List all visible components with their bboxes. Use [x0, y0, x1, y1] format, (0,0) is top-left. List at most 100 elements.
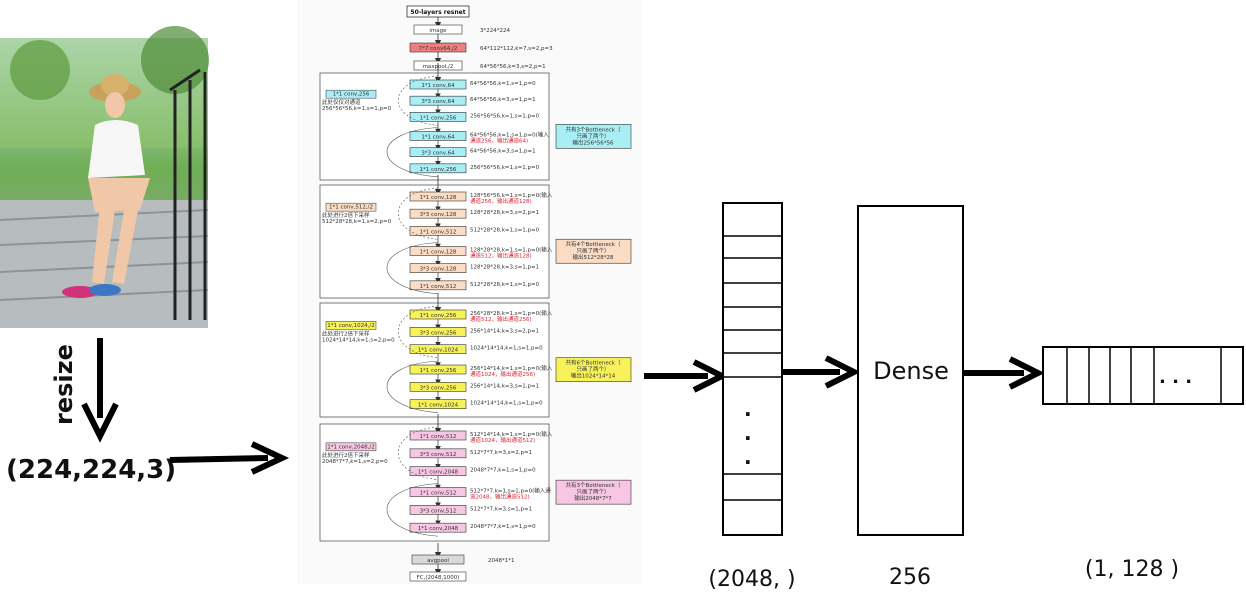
- conv-block: [409, 280, 467, 291]
- conv-block-label: 3*3 conv,64: [421, 151, 455, 157]
- conv-block-label: 1*1 conv,2048: [418, 470, 459, 476]
- conv-block-dims: 1024*14*14,k=1,s=1,p=0: [470, 346, 543, 352]
- output-vector-dots: . . .: [1159, 367, 1192, 388]
- conv-block-dims: 512*7*7,k=3,s=1,p=1: [470, 506, 532, 512]
- conv-block-dims: 64*56*56,k=1,s=1,p=0(输入: [470, 131, 549, 139]
- input-photo: [0, 26, 209, 328]
- dense-units-label: 256: [889, 565, 931, 590]
- conv-block-label: 1*1 conv,64: [421, 83, 455, 89]
- conv-block-extra: 通道1024，输出通道256): [470, 370, 535, 378]
- conv-block-dims: 256*14*14,k=3,s=1,p=1: [470, 383, 539, 389]
- avgpool-node-dims: 2048*1*1: [488, 558, 515, 564]
- vector-dot-2: .: [744, 421, 752, 445]
- stage-summary-text: 只画了两个）: [576, 366, 609, 373]
- conv-block-dims: 256*56*56,k=1,s=1,p=0: [470, 113, 540, 119]
- stage-summary-text: 输出2048*7*7: [574, 494, 612, 502]
- dense-layer-box: [857, 205, 964, 536]
- shortcut-box: [325, 321, 377, 330]
- conv-block-extra: 通道256，输出通道64): [470, 137, 528, 145]
- stage-summary-text: 共有4个Bottleneck（: [566, 240, 621, 248]
- conv-block-label: 1*1 conv,256: [420, 368, 457, 374]
- conv-block-dims: 128*28*28,k=3,s=1,p=1: [470, 265, 539, 271]
- output-vector-box: [1042, 346, 1244, 405]
- conv-block-dims: 256*14*14,k=3,s=2,p=1: [470, 328, 539, 334]
- resnet-title: 50-layers resnet: [410, 9, 465, 16]
- vector-dot-1: .: [744, 397, 752, 421]
- stage-summary-text: 输出256*56*56: [573, 138, 614, 146]
- input-shape-label: (224,224,3): [6, 455, 176, 485]
- conv-block-dims: 256*56*56,k=1,s=1,p=0: [470, 165, 540, 171]
- arrow-to-resnet-shaft: [169, 455, 269, 463]
- conv-block-label: 1*1 conv,128: [420, 250, 457, 256]
- conv-block-dims: 64*56*56,k=1,s=1,p=0: [470, 81, 536, 87]
- conv-block-label: 1*1 conv,1024: [418, 403, 459, 409]
- fc-node: [409, 571, 467, 582]
- conv-block-label: 1*1 conv,2048: [418, 526, 459, 532]
- identity-shortcut: [386, 483, 439, 537]
- feature-vector-shape: (2048, ): [708, 567, 795, 592]
- maxpool-node-dims: 64*56*56,k=3,s=2,p=1: [480, 64, 546, 70]
- conv-block-dims: 128*56*56,k=1,s=1,p=0(输入: [470, 191, 553, 199]
- conv-block-label: 3*3 conv,512: [420, 452, 457, 458]
- resnet-diagram: 50-layers resnet image 3*224*224 7*7 con…: [297, 0, 642, 584]
- stage-summary-text: 只画了两个）: [576, 133, 609, 140]
- conv-block-label: 3*3 conv,128: [420, 267, 457, 273]
- shortcut-note: 此处进行2倍下采样: [322, 211, 370, 219]
- conv-block-dims: 2048*7*7,k=1,s=1,p=0: [470, 524, 536, 530]
- identity-shortcut: [386, 360, 439, 413]
- conv-block-extra: 道2048，输出通道512): [470, 493, 530, 501]
- shortcut-box: [325, 202, 377, 212]
- resize-label: resize: [50, 344, 78, 425]
- conv-block-label: 1*1 conv,512: [420, 434, 457, 440]
- conv-block-extra: 通道512，输出通道256): [470, 315, 532, 323]
- stage-summary-box: [555, 357, 632, 383]
- shortcut-note: 此处进行2倍下采样: [322, 451, 370, 459]
- conv-block-label: 3*3 conv,256: [420, 330, 457, 336]
- shortcut-dims: 1024*14*14,k=1,s=2,p=0: [322, 337, 395, 343]
- stage-summary-text: 共有3个Bottleneck（: [566, 481, 621, 489]
- vector-dot-3: .: [744, 445, 752, 469]
- shortcut-dims: 2048*7*7,k=1,s=2,p=0: [322, 459, 388, 465]
- shortcut-box: [325, 442, 377, 452]
- projection-shortcut: [398, 305, 439, 358]
- projection-shortcut: [398, 426, 439, 480]
- identity-shortcut: [386, 242, 439, 295]
- conv-block: [409, 522, 467, 533]
- projection-shortcut: [398, 75, 439, 126]
- stage-summary-text: 输出1024*14*14: [571, 372, 616, 380]
- conv-block-label: 1*1 conv,256: [420, 167, 457, 173]
- avgpool-node-label: avgpool: [427, 558, 449, 564]
- conv-block-dims: 2048*7*7,k=1,s=1,p=0: [470, 468, 536, 474]
- stage-summary-text: 只画了两个）: [576, 248, 609, 255]
- shortcut-label: 1*1 conv,512,/2: [329, 205, 373, 211]
- arrow-to-output-head: [1008, 356, 1045, 390]
- conv-block: [409, 399, 467, 409]
- conv-block-label: 3*3 conv,128: [420, 212, 457, 218]
- feature-vector-box: [722, 202, 783, 536]
- shortcut-label: 1*1 conv,1024,/2: [327, 323, 374, 329]
- conv-block-dims: 512*7*7,k=3,s=2,p=1: [470, 450, 532, 456]
- stage-1: 1*1 conv,64 64*56*56,k=1,s=1,p=0 3*3 conv,…: [319, 63, 632, 181]
- conv-block-dims: 1024*14*14,k=1,s=1,p=0: [470, 401, 543, 407]
- stage-summary-box: [555, 124, 632, 149]
- conv-block: [409, 163, 467, 174]
- shortcut-dims: 512*28*28,k=1,s=2,p=0: [322, 219, 392, 225]
- shortcut-label: 1*1 conv,256: [333, 92, 370, 98]
- stage-summary-text: 只画了两个）: [576, 489, 609, 496]
- conv-block-dims: 256*14*14,k=1,s=1,p=0(输入: [470, 364, 553, 372]
- conv1-node-dims: 64*112*112,k=7,s=2,p=3: [480, 46, 553, 52]
- shortcut-label: 1*1 conv,2048,/2: [327, 444, 374, 450]
- stage-summary-box: [555, 479, 632, 505]
- conv-block-label: 3*3 conv,256: [420, 385, 457, 391]
- shortcut-note: 此处仅仅对通道: [322, 98, 361, 106]
- conv1-node-label: 7*7 conv64,/2: [419, 46, 458, 52]
- conv-block-dims: 512*28*28,k=1,s=1,p=0: [470, 282, 540, 288]
- stage-summary-text: 共有6个Bottleneck（: [566, 359, 621, 367]
- feature-vector: . . .: [722, 202, 783, 536]
- shortcut-box: [325, 89, 377, 99]
- conv-block-dims: 512*28*28,k=1,s=1,p=0: [470, 227, 540, 233]
- projection-shortcut: [398, 187, 439, 240]
